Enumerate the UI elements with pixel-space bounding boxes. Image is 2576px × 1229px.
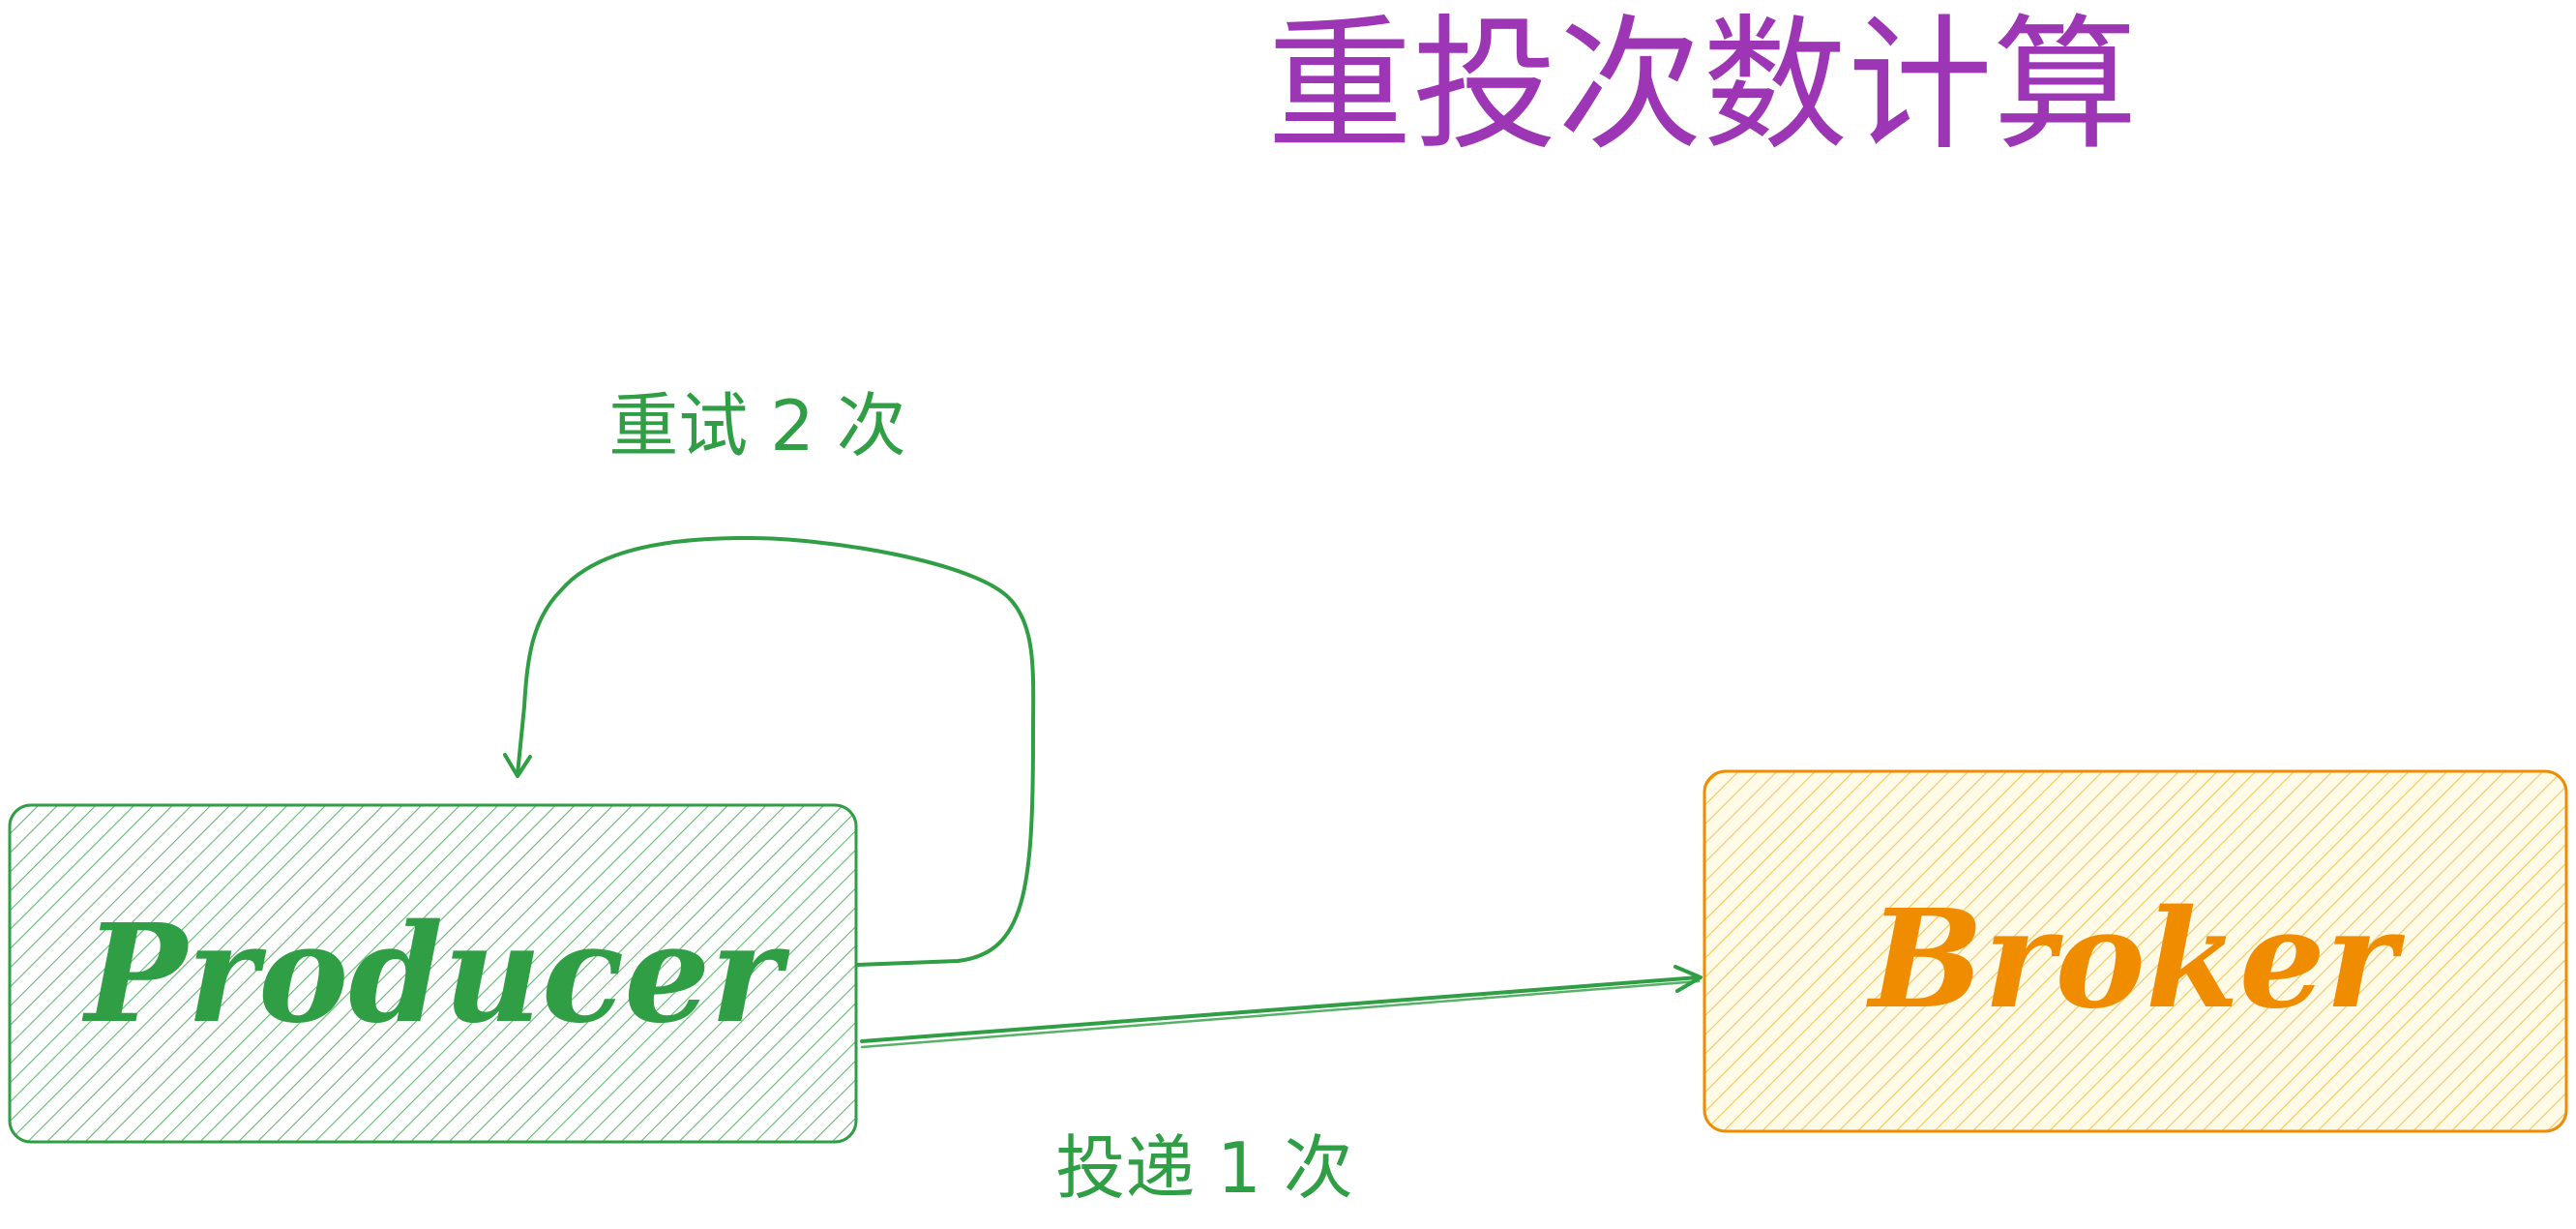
deliver-label: 投递 1 次 [1055, 1127, 1353, 1209]
broker-label: Broker [1865, 881, 2406, 1039]
retry-arrow-path [516, 535, 1036, 967]
diagram-title: 重投次数计算 [1267, 2, 2138, 170]
deliver-arrow-path-sketch [860, 979, 1701, 1049]
retry-label: 重试 2 次 [608, 385, 906, 466]
broker-box [1703, 769, 2568, 1133]
producer-node: Producer [8, 803, 858, 1144]
producer-label: Producer [81, 895, 790, 1054]
retry-arrowhead [503, 753, 532, 778]
deliver-arrow-path [860, 975, 1701, 1043]
deliver-arrowhead [1673, 965, 1703, 993]
broker-node: Broker [1703, 769, 2568, 1133]
producer-box [8, 803, 858, 1144]
deliver-edge: 投递 1 次 [860, 965, 1703, 1209]
retry-edge: 重试 2 次 [503, 385, 1036, 967]
